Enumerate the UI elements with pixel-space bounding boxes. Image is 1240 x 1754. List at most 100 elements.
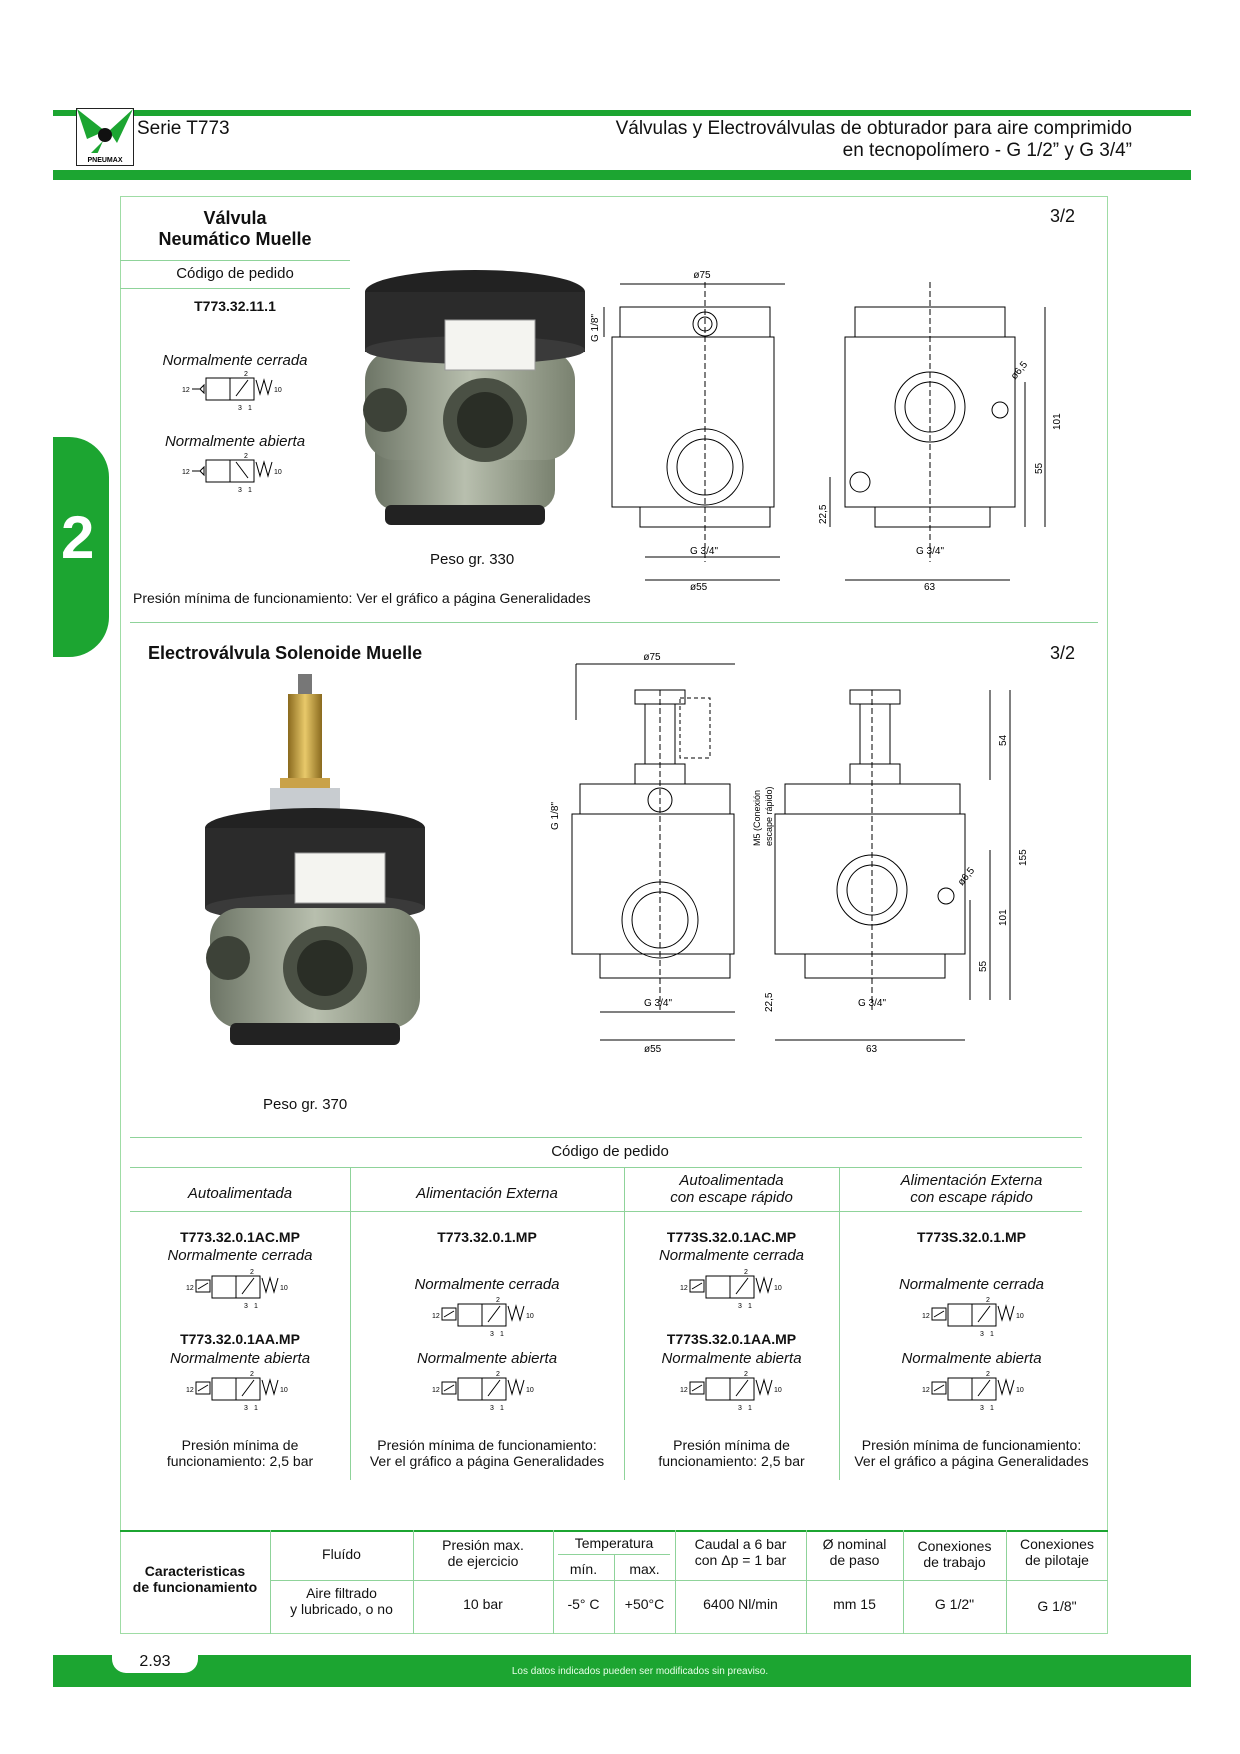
svg-text:ø75: ø75 <box>693 270 711 281</box>
svg-text:G 3/4": G 3/4" <box>858 998 886 1009</box>
pneumax-logo: PNEUMAX <box>76 108 134 166</box>
spec-bore-header: Ø nominal de paso <box>806 1536 903 1568</box>
section1-title-line2: Neumático Muelle <box>158 229 312 249</box>
spec-flow-header-line2: con Δp = 1 bar <box>694 1552 787 1568</box>
order-note-line1: Presión mínima de funcionamiento: <box>861 1437 1082 1453</box>
order-code-nc: T773.32.0.1.MP <box>437 1229 537 1245</box>
order-note-line2: funcionamiento: 2,5 bar <box>658 1453 805 1469</box>
column-divider <box>675 1530 676 1634</box>
chapter-tab[interactable]: 2 <box>53 437 109 657</box>
order-code-no: T773S.32.0.1AA.MP <box>666 1331 797 1347</box>
column-divider <box>270 1530 271 1634</box>
solenoid-symbol-no <box>680 1370 783 1413</box>
solenoid-symbol-nc <box>680 1268 783 1311</box>
svg-text:G 1/8": G 1/8" <box>590 314 601 342</box>
spec-fluid-header: Fluído <box>322 1546 361 1562</box>
spec-temp-header: Temperatura <box>574 1535 654 1551</box>
svg-text:2: 2 <box>244 453 248 460</box>
svg-text:54: 54 <box>998 734 1009 746</box>
section2-title: Electroválvula Solenoide Muelle <box>148 643 423 663</box>
column-divider <box>413 1530 414 1634</box>
column-head: Alimentación Externa <box>416 1185 558 1202</box>
spec-pressure-value: 10 bar <box>463 1596 503 1612</box>
order-column-4: Alimentación Externa con escape rápido <box>839 1172 1104 1206</box>
column-divider <box>553 1530 554 1634</box>
section1-order-label: Código de pedido <box>176 265 294 282</box>
order-nc-label: Normalmente cerrada <box>898 1276 1045 1293</box>
svg-text:G 1/8": G 1/8" <box>550 802 561 830</box>
svg-text:155: 155 <box>1018 849 1029 866</box>
logo-text: PNEUMAX <box>87 157 122 164</box>
specs-top-rule <box>120 1530 1108 1532</box>
order-code-nc: T773.32.0.1AC.MP <box>180 1229 300 1245</box>
svg-text:22,5: 22,5 <box>764 992 775 1012</box>
divider <box>130 1167 1082 1168</box>
section1-weight: Peso gr. 330 <box>430 551 515 568</box>
solenoid-symbol-no <box>186 1370 289 1413</box>
order-column-1: Autoalimentada <box>130 1174 350 1202</box>
svg-text:22,5: 22,5 <box>818 504 829 524</box>
technical-drawing-valve: ø75 G 1/8" G 3/4" ø55 G 3/4" 63 22,5 55 … <box>590 270 1063 592</box>
order-note: Presión mínima de funcionamiento: 2,5 ba… <box>130 1437 350 1469</box>
svg-text:55: 55 <box>1034 462 1045 474</box>
spec-pilot-header-line1: Conexiones <box>1020 1536 1094 1552</box>
order-column-3: Autoalimentada con escape rápido <box>624 1172 839 1206</box>
specs-row-label: Caracteristicas de funcionamiento <box>120 1563 270 1595</box>
svg-text:1: 1 <box>248 405 252 412</box>
svg-text:3: 3 <box>238 487 242 494</box>
spec-flow-header: Caudal a 6 bar con Δp = 1 bar <box>675 1536 806 1568</box>
order-no-label: Normalmente abierta <box>661 1350 802 1367</box>
svg-text:101: 101 <box>998 909 1009 926</box>
solenoid-symbol-nc <box>432 1296 535 1339</box>
column-divider <box>350 1167 351 1480</box>
spec-work-header-line2: de trabajo <box>923 1554 986 1570</box>
order-note: Presión mínima de funcionamiento: Ver el… <box>350 1437 624 1469</box>
spec-fluid-value-line2: y lubricado, o no <box>290 1601 393 1617</box>
svg-text:G 3/4": G 3/4" <box>916 546 944 557</box>
svg-text:ø6,5: ø6,5 <box>1009 359 1031 382</box>
order-note-line2: Ver el gráfico a página Generalidades <box>369 1453 605 1469</box>
specs-row-label-line1: Caracteristicas <box>144 1563 246 1579</box>
svg-text:63: 63 <box>924 582 936 592</box>
svg-text:63: 63 <box>866 1044 878 1055</box>
spec-flow-header-line1: Caudal a 6 bar <box>694 1536 787 1552</box>
column-divider <box>903 1530 904 1634</box>
order-note: Presión mínima de funcionamiento: Ver el… <box>839 1437 1104 1469</box>
divider <box>120 288 350 289</box>
page-number: 2.93 <box>112 1651 198 1673</box>
svg-text:55: 55 <box>978 960 989 972</box>
spec-work-value: G 1/2" <box>934 1596 975 1612</box>
section2-ratio: 3/2 <box>1050 643 1076 663</box>
solenoid-symbol-no <box>432 1370 535 1413</box>
spec-pilot-header-line2: de pilotaje <box>1025 1552 1089 1568</box>
spec-bore-value: mm 15 <box>833 1596 876 1612</box>
svg-text:1: 1 <box>248 487 252 494</box>
svg-text:10: 10 <box>274 469 282 476</box>
solenoid-symbol-nc <box>922 1296 1025 1339</box>
svg-text:ø55: ø55 <box>644 1044 662 1055</box>
svg-text:M5 (Conexión: M5 (Conexión <box>752 790 762 846</box>
section1-code: T773.32.11.1 <box>194 298 276 314</box>
divider <box>270 1580 1108 1581</box>
header-top-rule <box>53 110 1191 116</box>
svg-text:12: 12 <box>182 469 190 476</box>
order-nc-label: Normalmente cerrada <box>167 1247 313 1264</box>
spec-pressure-header: Presión max. de ejercicio <box>413 1537 553 1569</box>
order-no-label: Normalmente abierta <box>169 1350 311 1367</box>
logo-icon: PNEUMAX <box>77 109 133 165</box>
section2-weight: Peso gr. 370 <box>263 1096 348 1113</box>
svg-text:ø75: ø75 <box>643 652 661 663</box>
order-note: Presión mínima de funcionamiento: 2,5 ba… <box>624 1437 839 1469</box>
chapter-number: 2 <box>61 504 95 571</box>
header-bottom-rule <box>53 170 1191 180</box>
spec-work-header-line1: Conexiones <box>917 1538 992 1554</box>
column-head: Alimentación Externa <box>900 1172 1043 1189</box>
order-code-nc: T773S.32.0.1.MP <box>917 1229 1026 1245</box>
section1-title-line1: Válvula <box>203 208 267 228</box>
column-divider <box>624 1167 625 1480</box>
page-title-line1: Válvulas y Electroválvulas de obturador … <box>615 118 1132 139</box>
spec-temp-min-header: mín. <box>569 1561 598 1577</box>
spec-pressure-header-line2: de ejercicio <box>447 1553 519 1569</box>
section1-pressure-note: Presión mínima de funcionamiento: Ver el… <box>133 590 591 606</box>
column-subhead: con escape rápido <box>910 1189 1033 1206</box>
